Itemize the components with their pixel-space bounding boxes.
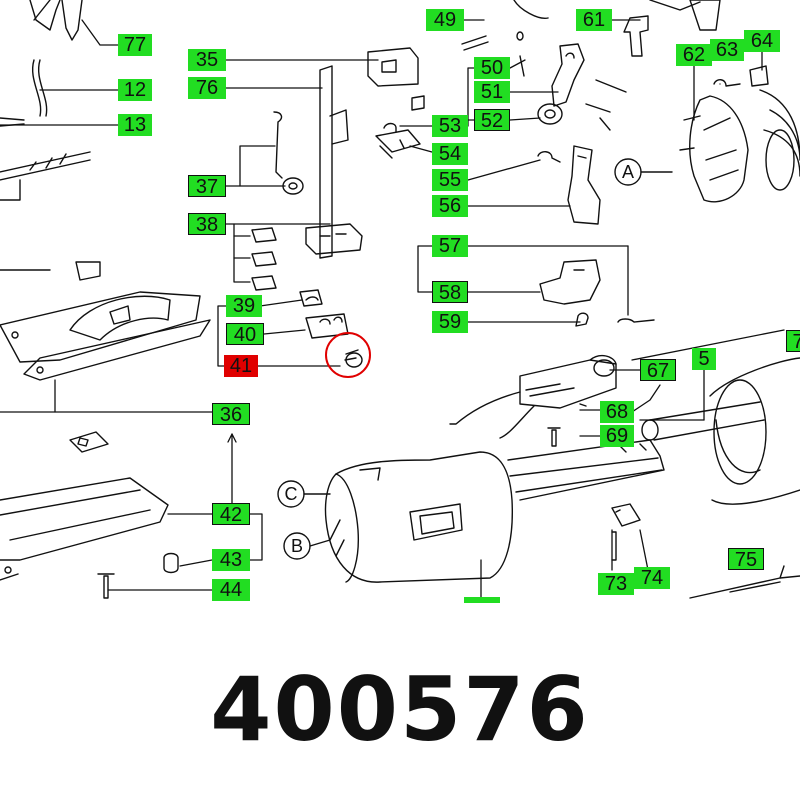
- callout-13: 13: [118, 114, 152, 136]
- callout-7: 7: [786, 330, 800, 353]
- callout-52: 52: [474, 109, 510, 132]
- part-75: [689, 565, 800, 599]
- callout-68: 68: [600, 401, 634, 423]
- callout-35: 35: [188, 49, 226, 71]
- callout-51: 51: [474, 81, 510, 103]
- base-plate-36: [0, 261, 211, 381]
- part-group-center-right: [539, 259, 655, 327]
- highlight-ring: [325, 332, 371, 378]
- guide-plate-42: [0, 431, 179, 599]
- callout-57: 57: [432, 235, 468, 257]
- callout-64: 64: [744, 30, 780, 52]
- callout-77: 77: [118, 34, 152, 56]
- callout-44: 44: [212, 579, 250, 601]
- view-marker-c-text: C: [285, 484, 298, 504]
- diagram-drawing: A B C: [0, 0, 800, 599]
- callout-36: 36: [212, 403, 250, 426]
- callout-12: 12: [118, 79, 152, 101]
- callout-75: 75: [728, 548, 764, 571]
- part-group-center-left: [251, 47, 419, 378]
- callout-59: 59: [432, 311, 468, 333]
- callout-stub: [464, 597, 500, 603]
- view-marker-b-text: B: [291, 536, 303, 556]
- callout-42: 42: [212, 503, 250, 526]
- callout-40: 40: [226, 323, 264, 346]
- callout-41-highlighted: 41: [224, 355, 258, 377]
- callout-50: 50: [474, 57, 510, 79]
- part-group-top-center: [375, 0, 627, 225]
- view-markers: [277, 158, 673, 560]
- callout-49: 49: [426, 9, 464, 31]
- callout-53: 53: [432, 115, 468, 137]
- callout-67: 67: [640, 359, 676, 382]
- callout-55: 55: [432, 169, 468, 191]
- part-number: 400576: [210, 658, 590, 761]
- view-marker-a-text: A: [622, 162, 634, 182]
- callout-39: 39: [226, 295, 262, 317]
- switch-assembly-67: [449, 354, 617, 447]
- motor-housing: [324, 439, 665, 583]
- callout-63: 63: [710, 39, 744, 61]
- leader-lines: [0, 19, 785, 599]
- callout-43: 43: [212, 549, 250, 571]
- callout-38: 38: [188, 213, 226, 236]
- callout-54: 54: [432, 143, 468, 165]
- callout-73: 73: [598, 573, 634, 595]
- callout-76: 76: [188, 77, 226, 99]
- callout-69: 69: [600, 425, 634, 447]
- callout-58: 58: [432, 281, 468, 304]
- callout-56: 56: [432, 195, 468, 217]
- callout-5: 5: [692, 348, 716, 370]
- tube-and-cylinder: [641, 357, 800, 505]
- callout-62: 62: [676, 44, 712, 66]
- exploded-parts-diagram: A B C 77 12 13 35 76 37 38 39 40 41 36 4…: [0, 0, 800, 603]
- callout-37: 37: [188, 175, 226, 198]
- part-group-top-left: [0, 0, 91, 201]
- callout-61: 61: [576, 9, 612, 31]
- callout-74: 74: [634, 567, 670, 589]
